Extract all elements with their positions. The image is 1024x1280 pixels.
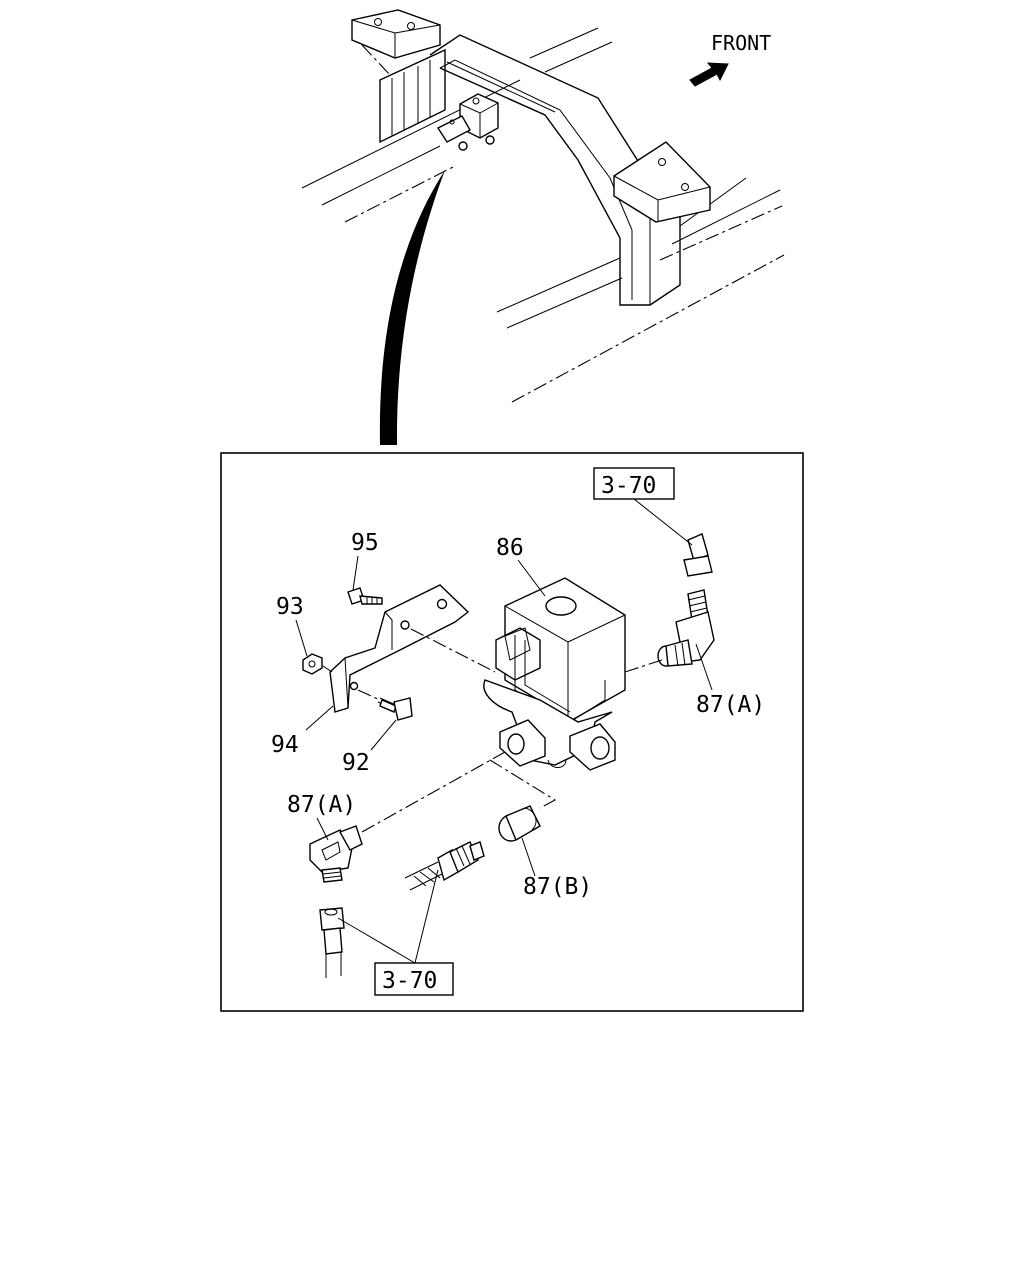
elbow-fitting-87a-left xyxy=(309,825,363,883)
callout-86: 86 xyxy=(496,535,524,561)
detail-frame xyxy=(220,452,804,1012)
callout-95: 95 xyxy=(351,530,379,556)
callout-87a-left: 87(A) xyxy=(287,792,356,818)
bolt-95 xyxy=(347,587,383,605)
leader-lines xyxy=(295,555,713,877)
bolt-92 xyxy=(377,697,413,721)
front-label: FRONT xyxy=(711,31,771,55)
nut-93 xyxy=(302,653,323,675)
pipe-bottom-left xyxy=(319,907,345,978)
callout-92: 92 xyxy=(342,750,370,776)
ref-top-text: 3-70 xyxy=(601,473,656,499)
hose-fitting-87b xyxy=(404,805,541,891)
solenoid-valve-86 xyxy=(483,577,626,771)
front-indicator: FRONT xyxy=(689,31,771,87)
ref-bottom-text: 3-70 xyxy=(382,968,437,994)
pipe-top-right xyxy=(683,533,713,577)
ref-box-bottom: 3-70 xyxy=(337,869,454,996)
frame-overview xyxy=(301,9,785,403)
callout-94: 94 xyxy=(271,732,299,758)
front-direction-arrow-icon xyxy=(689,62,729,87)
ref-box-top: 3-70 xyxy=(593,467,693,546)
callout-87b: 87(B) xyxy=(523,874,592,900)
valve-location-marker xyxy=(436,93,499,151)
detail-pointer-arrow xyxy=(379,170,445,445)
callout-87a-right: 87(A) xyxy=(696,692,765,718)
mounting-bracket-94 xyxy=(329,584,470,713)
callout-93: 93 xyxy=(276,594,304,620)
elbow-fitting-87a-right xyxy=(657,589,715,667)
